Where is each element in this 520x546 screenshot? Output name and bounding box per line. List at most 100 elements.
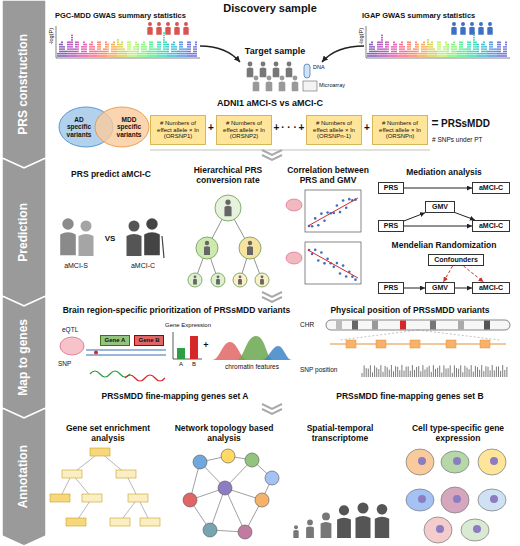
- snp-dot: [457, 51, 459, 53]
- snp-dot: [159, 46, 161, 48]
- person-body: [224, 206, 231, 216]
- snp-dot: [123, 51, 125, 53]
- snp-dot: [89, 51, 91, 53]
- snp-dot: [127, 41, 129, 43]
- snp-dot: [381, 34, 383, 36]
- person-body: [156, 27, 161, 35]
- snp-dot: [67, 41, 69, 43]
- snp-dot: [391, 51, 393, 53]
- snp-dot: [71, 41, 73, 43]
- snp-dot: [497, 44, 499, 46]
- snp-dot: [477, 51, 479, 53]
- snp-dot: [91, 55, 93, 57]
- person-body: [460, 27, 465, 35]
- snp-dot: [505, 44, 507, 46]
- snp-dot: [73, 53, 75, 55]
- snp-dot: [491, 55, 493, 57]
- section-chevron: [262, 404, 282, 409]
- snp-dot: [139, 55, 141, 57]
- snp-dot: [471, 55, 473, 57]
- snp-tick: [387, 367, 388, 377]
- snp-dot: [135, 55, 137, 57]
- snp-dot: [391, 53, 393, 55]
- snp-dot: [409, 55, 411, 57]
- snp-dot: [503, 48, 505, 50]
- snp-dot: [69, 41, 71, 43]
- snp-dot: [91, 46, 93, 48]
- snp-dot: [395, 46, 397, 48]
- snp-dot: [469, 51, 471, 53]
- snp-dot: [175, 51, 177, 53]
- snp-dot: [73, 51, 75, 53]
- snp-tick: [370, 365, 371, 377]
- snp-dot: [141, 53, 143, 55]
- snp-dot: [441, 53, 443, 55]
- cell-nucleus: [490, 457, 498, 465]
- scatter-plot: [308, 198, 358, 228]
- snp-tick: [492, 365, 493, 377]
- snp-dot: [193, 46, 195, 48]
- snp-dot: [59, 48, 61, 50]
- snp-dot: [83, 46, 85, 48]
- snp-dot: [123, 53, 125, 55]
- snp-dot: [393, 53, 395, 55]
- snp-dot: [469, 44, 471, 46]
- snp-dot: [429, 51, 431, 53]
- snp-dot: [189, 46, 191, 48]
- snp-tick: [469, 369, 470, 377]
- snp-dot: [399, 46, 401, 48]
- snp-dot: [177, 51, 179, 53]
- snp-dot: [111, 51, 113, 53]
- snp-dot: [173, 48, 175, 50]
- snp-dot: [151, 46, 153, 48]
- annotation-label: SNP position: [300, 366, 360, 373]
- snp-dot: [443, 48, 445, 50]
- scatter-dot: [311, 225, 314, 228]
- snp-dot: [505, 46, 507, 48]
- snp-dot: [483, 53, 485, 55]
- scatter-dot: [345, 275, 348, 278]
- snp-dot: [65, 51, 67, 53]
- snp-dot: [461, 48, 463, 50]
- snp-dot: [431, 55, 433, 57]
- snp-dot: [71, 44, 73, 46]
- snp-dot: [487, 53, 489, 55]
- snp-dot: [163, 46, 165, 48]
- snp-dot: [149, 48, 151, 50]
- snp-dot: [423, 46, 425, 48]
- snp-dot: [419, 53, 421, 55]
- snp-dot: [75, 41, 77, 43]
- snp-dot: [195, 44, 197, 46]
- snp-dot: [467, 51, 469, 53]
- causal-arrow: [455, 213, 475, 220]
- snp-dot: [377, 51, 379, 53]
- flow-arrow: [322, 46, 364, 62]
- snp-tick: [399, 370, 400, 377]
- snp-dot: [391, 48, 393, 50]
- snp-dot: [447, 53, 449, 55]
- cell-body: [406, 489, 434, 511]
- snp-dot: [193, 48, 195, 50]
- snp-dot: [443, 51, 445, 53]
- snp-dot: [187, 53, 189, 55]
- snp-dot: [185, 53, 187, 55]
- person-body: [79, 234, 94, 256]
- cell-body: [406, 449, 434, 475]
- snp-dot: [439, 46, 441, 48]
- annotation-label: aMCI-S: [56, 262, 96, 270]
- snp-dot: [191, 55, 193, 57]
- snp-dot: [421, 53, 423, 55]
- snp-dot: [417, 48, 419, 50]
- snp-dot: [493, 48, 495, 50]
- causal-arrow: [404, 188, 472, 189]
- person-head: [175, 22, 179, 26]
- person-body: [216, 279, 220, 285]
- person-head: [261, 62, 266, 67]
- annotation-label: PGC-MDD GWAS summary statistics: [55, 12, 205, 21]
- snp-dot: [61, 44, 63, 46]
- snp-dot: [133, 53, 135, 55]
- expression-bar: [177, 348, 185, 359]
- snp-dot: [461, 51, 463, 53]
- snp-tick: [376, 368, 377, 377]
- person-head: [157, 22, 161, 26]
